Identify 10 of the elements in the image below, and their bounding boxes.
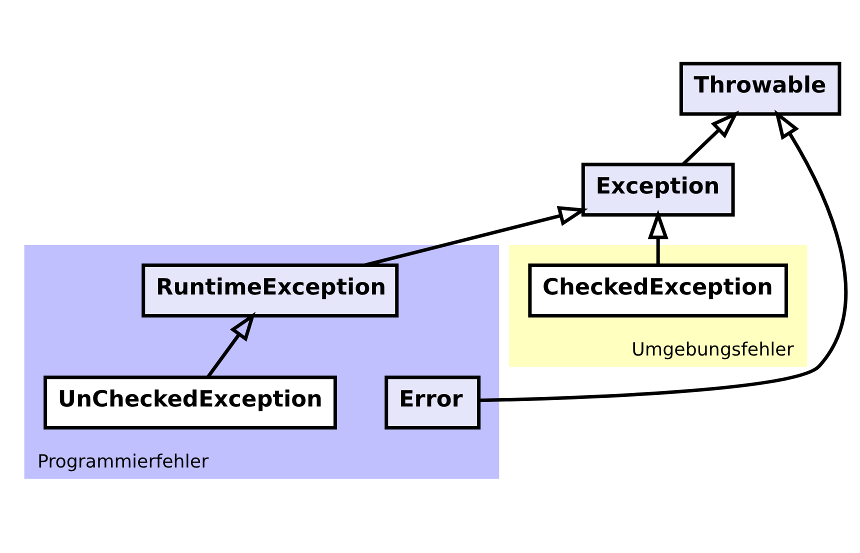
node-box: UnCheckedException <box>44 376 337 430</box>
arrow <box>682 110 740 166</box>
node-box: RuntimeException <box>142 264 399 318</box>
arrow <box>206 312 256 378</box>
node-box: Error <box>384 376 481 430</box>
node-box: Throwable <box>679 62 842 116</box>
node-box: Exception <box>581 162 735 217</box>
arrow <box>648 210 668 265</box>
node-box: CheckedException <box>528 264 788 318</box>
arrow <box>478 110 848 402</box>
